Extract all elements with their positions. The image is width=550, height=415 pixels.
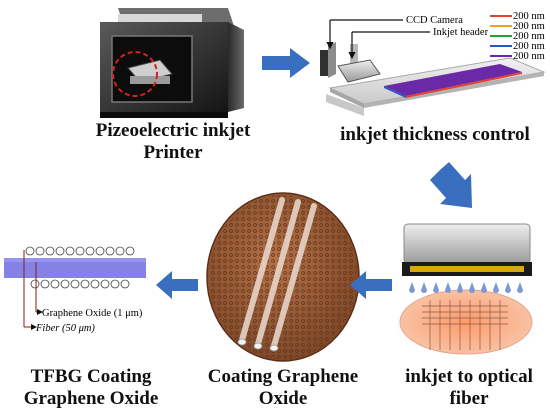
- arrow-wafer-to-tfbg: [156, 271, 198, 299]
- step-caption-fiber: inkjet to optical fiber: [394, 366, 544, 410]
- step-caption-tfbg: TFBG Coating Graphene Oxide: [0, 366, 182, 410]
- legend-label-2: 200 nm: [513, 21, 545, 32]
- highlight-circle: [112, 51, 158, 97]
- fiber-label: Fiber (50 μm): [35, 323, 95, 334]
- step-caption-thickness: inkjet thickness control: [320, 124, 550, 146]
- thickness-control-illustration: [320, 42, 546, 116]
- arrow-thickness-to-fiber: [430, 162, 472, 208]
- graphene-oxide-label: Graphene Oxide (1 μm): [42, 308, 143, 319]
- print-head-nozzle-strip: [410, 266, 524, 272]
- legend-label-3: 200 nm: [513, 31, 545, 42]
- inkjet-header-label: Inkjet header: [433, 27, 489, 38]
- caption-line: Coating Graphene: [207, 366, 359, 387]
- legend-label-5: 200 nm: [513, 51, 545, 62]
- arrow-fiber-to-wafer: [350, 271, 392, 299]
- inkjet-header-block: [337, 59, 381, 83]
- caption-line: Printer: [143, 142, 203, 163]
- ccd-camera: [320, 50, 328, 76]
- step-caption-printer: Pizeoelectric inkjet Printer: [78, 120, 268, 164]
- step-caption-coating: Coating Graphene Oxide: [198, 366, 368, 410]
- flow-arrows: [156, 48, 472, 299]
- caption-line: inkjet to optical: [405, 366, 533, 387]
- caption-line: Pizeoelectric inkjet: [95, 120, 251, 141]
- caption-line: inkjet thickness control: [340, 124, 530, 145]
- tfbg-fiber-illustration: [4, 246, 146, 330]
- inkjet-printer-illustration: [100, 8, 244, 118]
- caption-line: Graphene Oxide: [23, 388, 159, 409]
- print-head-body: [403, 223, 531, 265]
- caption-line: fiber: [449, 388, 489, 409]
- legend-label-1: 200 nm: [513, 11, 545, 22]
- legend-label-4: 200 nm: [513, 41, 545, 52]
- arrow-printer-to-thickness: [262, 48, 310, 78]
- inkjet-to-fiber-illustration: [396, 223, 536, 360]
- caption-line: TFBG Coating: [30, 366, 152, 387]
- graphene-wafer-illustration: [206, 192, 360, 362]
- layer-legend: 200 nm 200 nm 200 nm 200 nm 200 nm: [490, 11, 545, 62]
- purple-layer-film: [384, 64, 522, 96]
- ccd-camera-label: CCD Camera: [406, 15, 463, 26]
- optical-fiber: [4, 258, 146, 278]
- caption-line: Oxide: [258, 388, 308, 409]
